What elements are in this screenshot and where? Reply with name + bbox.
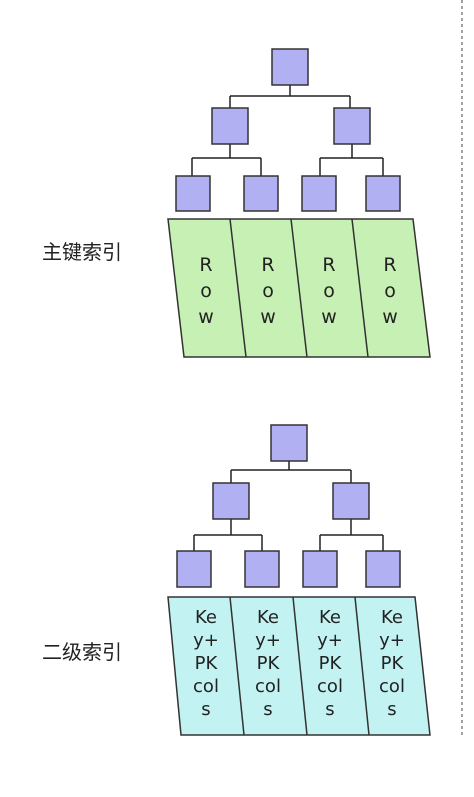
- tree-connector-right-2: [319, 519, 384, 551]
- secondary-index-tree: [167, 424, 431, 736]
- tree-node-level2-2: [243, 175, 279, 212]
- tree-node-level2-1: [175, 175, 211, 212]
- tree-connector-root: [229, 85, 351, 108]
- tree-node-root: [271, 48, 309, 86]
- secondary-leaf-band: [167, 596, 431, 736]
- tree-node-level2-1-2: [176, 550, 212, 588]
- tree-node-level2-4-2: [365, 550, 401, 588]
- tree-node-level2-3-2: [302, 550, 338, 588]
- tree-node-level2-3: [301, 175, 337, 212]
- tree-connector-root-2: [230, 461, 352, 483]
- primary-index-label: 主键索引: [42, 240, 122, 264]
- tree-node-level2-2-2: [244, 550, 280, 588]
- secondary-leaf-dividers: [229, 596, 370, 736]
- tree-connector-left-2: [193, 519, 263, 551]
- tree-node-level2-4: [365, 175, 401, 212]
- primary-leaf-dividers: [229, 218, 369, 358]
- primary-index-tree: [167, 48, 431, 358]
- tree-connector-right: [319, 143, 384, 176]
- tree-connector-left: [191, 143, 262, 176]
- tree-node-level1-left: [211, 107, 249, 145]
- tree-node-level1-right-2: [332, 482, 370, 520]
- tree-node-level1-left-2: [212, 482, 250, 520]
- secondary-index-label: 二级索引: [42, 640, 122, 664]
- tree-node-level1-right: [333, 107, 371, 145]
- tree-node-root-2: [270, 424, 308, 462]
